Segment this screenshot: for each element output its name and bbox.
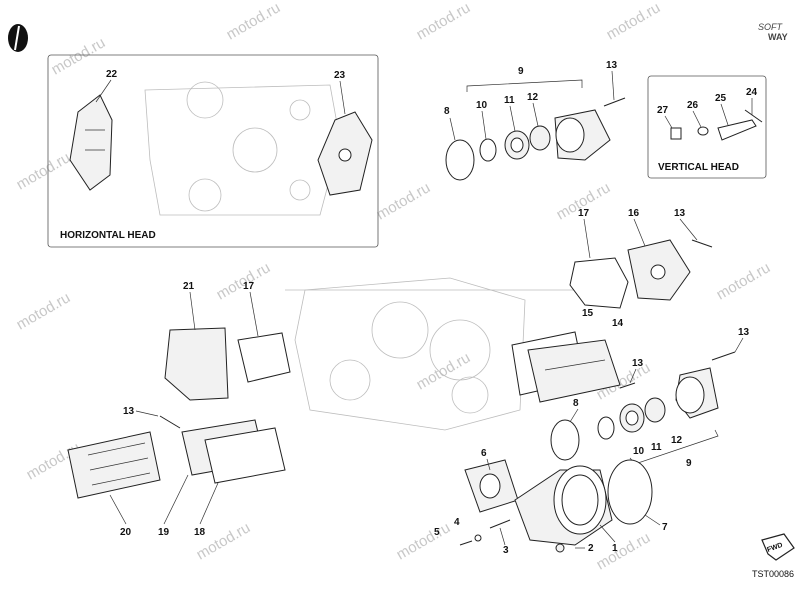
- inset-frame: [47, 54, 379, 248]
- callout-10-lower: 10: [633, 446, 645, 457]
- watermark-text: motod.ru: [414, 349, 474, 393]
- part-10-circlip: [479, 138, 497, 162]
- part-24-screw: [744, 109, 763, 123]
- part-13-bolt: [603, 97, 626, 107]
- callout-17-right: 17: [578, 208, 590, 219]
- part-2-nut: [555, 543, 565, 553]
- part-21-bracket: [164, 327, 229, 401]
- part-13-bolt: [711, 351, 736, 361]
- callout-8-top: 8: [444, 106, 450, 117]
- watermark-text: motod.ru: [374, 179, 434, 223]
- callout-3: 3: [503, 545, 509, 556]
- part-8-oring: [445, 139, 475, 181]
- callout-13-lower: 13: [632, 358, 644, 369]
- watermark-text: motod.ru: [394, 519, 454, 563]
- callout-15: 15: [582, 308, 594, 319]
- part-4-washer: [474, 534, 482, 542]
- callout-1: 1: [612, 543, 618, 554]
- part-17-gasket: [569, 257, 629, 309]
- right-cover-group: 17 16 13 15 14: [569, 208, 713, 329]
- callout-13-right: 13: [674, 208, 686, 219]
- watermark-text: motod.ru: [594, 529, 654, 573]
- softway-brand: SOFT WAY: [758, 22, 788, 42]
- part-5-bolt: [459, 540, 473, 546]
- watermark-text: motod.ru: [194, 519, 254, 563]
- callout-11-top: 11: [504, 95, 515, 106]
- vertical-head-inset: 27 26 25 24 VERTICAL HEAD: [647, 75, 767, 179]
- callout-26: 26: [687, 100, 699, 111]
- part-14-cover: [527, 339, 621, 403]
- callout-19: 19: [158, 527, 170, 538]
- callout-5: 5: [434, 527, 440, 538]
- callout-2: 2: [588, 543, 594, 554]
- callout-12-lower: 12: [671, 435, 683, 446]
- callout-20: 20: [120, 527, 132, 538]
- callout-22: 22: [106, 69, 118, 80]
- horizontal-head-inset: 22 23 HORIZONTAL HEAD: [47, 54, 379, 248]
- part-13-bolt: [691, 239, 713, 248]
- callout-25: 25: [715, 93, 727, 104]
- watermark-text: motod.ru: [414, 0, 474, 43]
- callout-24: 24: [746, 87, 758, 98]
- callout-10-top: 10: [476, 100, 488, 111]
- watermark-text: motod.ru: [224, 0, 284, 43]
- upper-bearing-group: 9 8 10 11 12 13: [444, 60, 626, 181]
- part-17-gasket: [237, 332, 291, 383]
- center-cover-group: [511, 331, 621, 403]
- callout-6: 6: [481, 448, 487, 459]
- callout-7: 7: [662, 522, 668, 533]
- brand-line1: SOFT: [758, 22, 784, 32]
- manufacturer-logo: [8, 24, 28, 52]
- watermark-text: motod.ru: [14, 289, 74, 333]
- callout-9-lower: 9: [686, 458, 692, 469]
- part-27-spacer: [670, 127, 682, 140]
- intake-group: 6 4 5 3 2 1 7: [434, 448, 668, 556]
- callout-11-lower: 11: [651, 442, 662, 453]
- fwd-arrow: FWD: [761, 533, 795, 561]
- brand-line2: WAY: [768, 32, 788, 42]
- callout-13-top: 13: [606, 60, 618, 71]
- callout-17-left: 17: [243, 281, 255, 292]
- horizontal-head-label: HORIZONTAL HEAD: [60, 230, 156, 241]
- part-3-stud: [489, 519, 511, 529]
- part-22-cover: [69, 94, 113, 191]
- cylinder-head-ghost: [285, 277, 600, 431]
- watermark-text: motod.ru: [14, 149, 74, 193]
- callout-18: 18: [194, 527, 206, 538]
- watermark-text: motod.ru: [49, 34, 109, 78]
- vertical-head-label: VERTICAL HEAD: [658, 162, 739, 173]
- part-12-seal: [644, 397, 666, 423]
- watermark-text: motod.ru: [714, 259, 774, 303]
- callout-13-lower-right: 13: [738, 327, 750, 338]
- callout-12-top: 12: [527, 92, 539, 103]
- part-13-bolt: [159, 415, 181, 429]
- part-18-gasket: [204, 427, 286, 484]
- part-12-seal: [529, 125, 551, 151]
- part-10-circlip: [597, 416, 615, 440]
- callout-8-lower: 8: [573, 398, 579, 409]
- callout-14: 14: [612, 318, 624, 329]
- inset-frame: [647, 75, 767, 179]
- watermark-text: motod.ru: [604, 0, 664, 43]
- part-26-washer: [697, 126, 709, 136]
- diagram-code: TST00086: [752, 569, 794, 579]
- part-7-clamp: [607, 459, 653, 525]
- callout-13-left: 13: [123, 406, 135, 417]
- callout-21: 21: [183, 281, 195, 292]
- part-8-oring: [550, 419, 580, 461]
- callout-9-top: 9: [518, 66, 524, 77]
- callout-23: 23: [334, 70, 346, 81]
- callout-27: 27: [657, 105, 669, 116]
- part-13-bolt: [619, 382, 636, 389]
- callout-16: 16: [628, 208, 640, 219]
- callout-4: 4: [454, 517, 460, 528]
- part-25-clip: [717, 119, 757, 141]
- left-reed-group: 21 17 13 20 19 18: [67, 281, 291, 538]
